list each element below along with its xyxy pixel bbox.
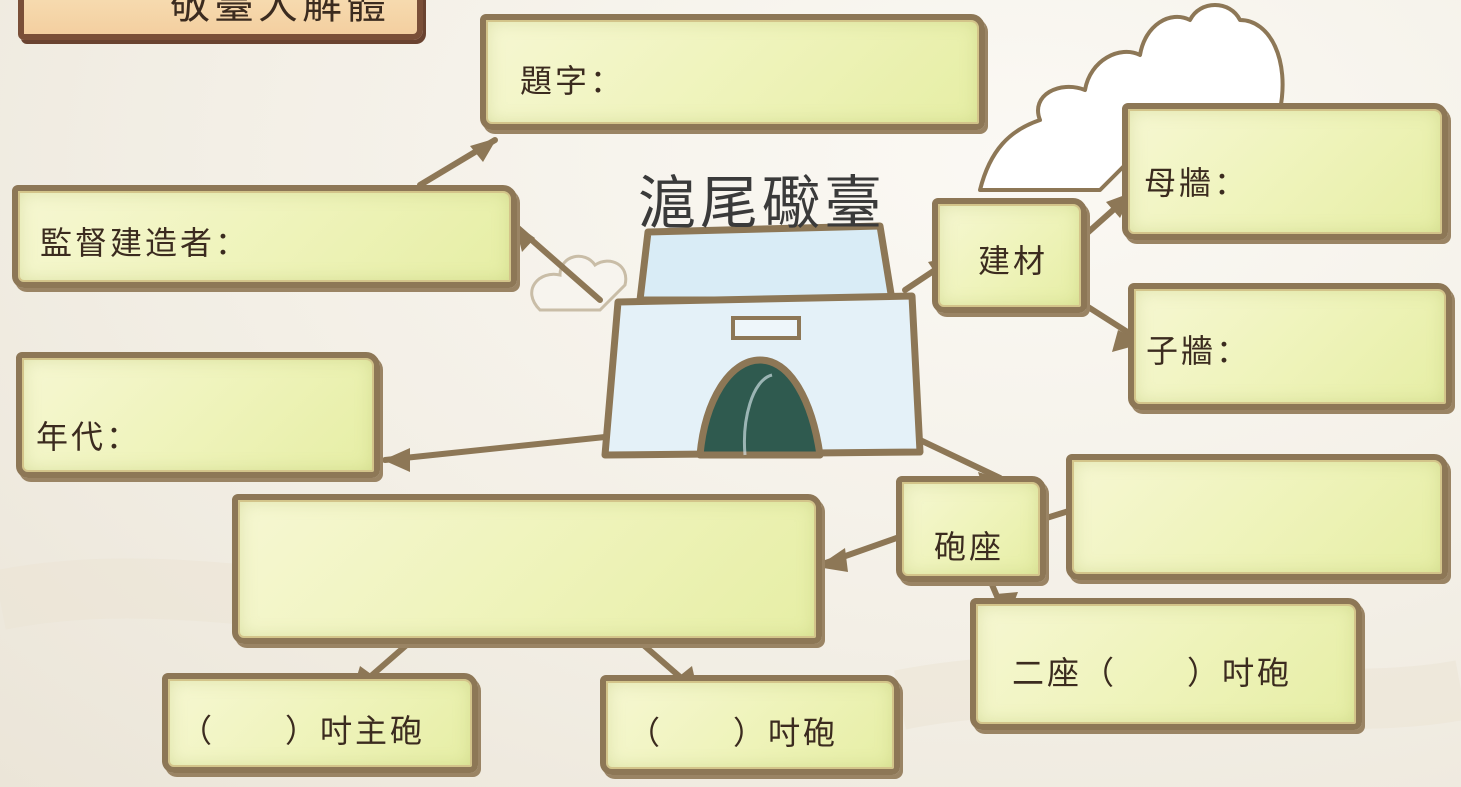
two-guns-box[interactable] <box>970 598 1362 730</box>
inscription-box[interactable] <box>480 14 985 130</box>
header-text: 敬臺大解體 <box>170 0 390 28</box>
emplacement-box[interactable] <box>896 476 1046 582</box>
diagram-title: 滬尾礮臺 <box>638 169 887 237</box>
main-gun-box[interactable] <box>162 673 478 773</box>
supervisor-label: 監督建造者： <box>40 224 251 262</box>
connector-fort-emplacement <box>917 437 1003 481</box>
era-label: 年代： <box>36 418 142 456</box>
large-gun-box[interactable] <box>232 494 822 644</box>
emplacement-label: 砲座 <box>934 528 1005 566</box>
gun-box[interactable] <box>600 675 900 775</box>
fort-gate <box>696 356 824 459</box>
outer-wall-label: 母牆： <box>1144 164 1250 202</box>
fort-illustration <box>601 222 924 459</box>
era-box[interactable] <box>16 352 380 478</box>
inner-wall-box[interactable] <box>1128 283 1452 410</box>
header-banner <box>18 0 423 40</box>
connector-fort-era <box>382 434 608 463</box>
gun-label: （ ）吋砲 <box>628 714 839 752</box>
main-gun-label: （ ）吋主砲 <box>180 712 426 750</box>
emplacement-detail-box[interactable] <box>1066 454 1448 580</box>
inscription-label: 題字： <box>520 62 626 100</box>
fort-plaque <box>731 316 801 340</box>
outer-wall-box[interactable] <box>1122 103 1448 240</box>
supervisor-box[interactable] <box>12 185 517 288</box>
cloud-decoration <box>978 3 1285 192</box>
inner-wall-label: 子牆： <box>1146 332 1252 370</box>
materials-label: 建材 <box>978 242 1049 280</box>
materials-box[interactable] <box>932 198 1087 313</box>
two-guns-label: 二座（ ）吋砲 <box>1012 654 1293 692</box>
